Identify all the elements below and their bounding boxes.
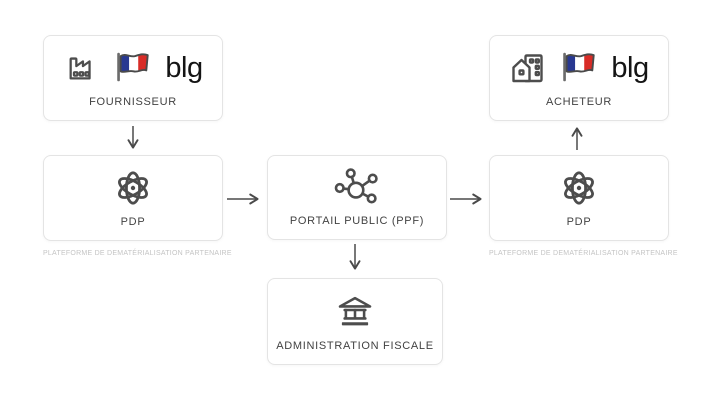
- node-pdp-emitter: PDP: [43, 155, 223, 241]
- administration-label: ADMINISTRATION FISCALE: [276, 340, 434, 352]
- node-fournisseur: blg FOURNISSEUR: [43, 35, 223, 121]
- home-work-icon: [512, 54, 544, 83]
- blg-logo: blg: [165, 51, 203, 84]
- pdp-left-icon-row: [110, 156, 156, 216]
- pdp-left-label: PDP: [120, 216, 146, 228]
- fournisseur-icon-row: blg: [63, 36, 203, 96]
- node-administration-fiscale: ADMINISTRATION FISCALE: [267, 278, 443, 365]
- france-flag-icon: [117, 52, 150, 82]
- node-portail-public: PORTAIL PUBLIC (PPF): [267, 155, 447, 240]
- pdp-right-caption: PLATEFORME DE DEMATÉRIALISATION PARTENAI…: [489, 250, 678, 257]
- atom-icon: [564, 171, 594, 205]
- factory-icon: [69, 57, 92, 80]
- pdp-right-label: PDP: [566, 216, 592, 228]
- fournisseur-label: FOURNISSEUR: [89, 96, 177, 108]
- hub-icon: [334, 167, 378, 204]
- france-flag-icon: [563, 52, 596, 82]
- acheteur-icon-row: blg: [509, 36, 649, 96]
- node-acheteur: blg ACHETEUR: [489, 35, 669, 121]
- blg-logo: blg: [611, 51, 649, 84]
- node-pdp-receiver: PDP: [489, 155, 669, 241]
- administration-icon-row: [335, 279, 375, 340]
- acheteur-label: ACHETEUR: [545, 96, 613, 108]
- portail-icon-row: [334, 156, 380, 215]
- pdp-right-icon-row: [556, 156, 602, 216]
- portail-label: PORTAIL PUBLIC (PPF): [289, 215, 425, 227]
- atom-icon: [118, 171, 148, 205]
- pdp-left-caption: PLATEFORME DE DEMATÉRIALISATION PARTENAI…: [43, 250, 232, 257]
- bank-icon: [338, 296, 372, 325]
